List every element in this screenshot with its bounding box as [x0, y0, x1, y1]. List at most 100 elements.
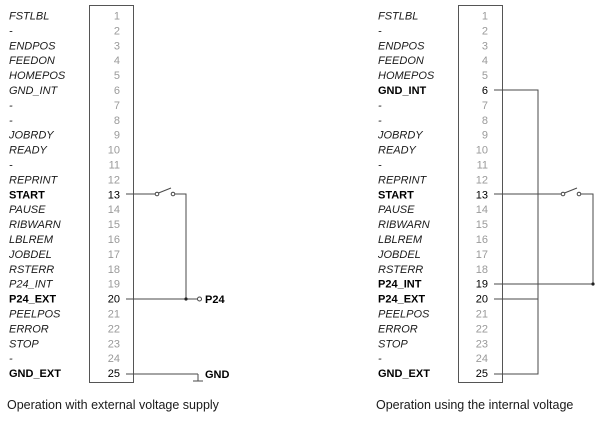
pin-number: 18	[476, 264, 488, 276]
pin-number: 21	[108, 309, 120, 321]
signal-label: START	[9, 189, 45, 201]
pin-number: 24	[476, 353, 488, 365]
signal-label: GND_EXT	[378, 368, 430, 380]
p24-label: P24	[205, 294, 225, 306]
panel-internal: FSTLBL-ENDPOSFEEDONHOMEPOSGND_INT--JOBRD…	[376, 5, 595, 412]
pin-number: 18	[108, 264, 120, 276]
pin-number: 13	[476, 189, 488, 201]
signal-label: P24_INT	[378, 279, 422, 291]
pin-number: 12	[108, 174, 120, 186]
signal-label: FEEDON	[9, 55, 55, 67]
signal-label: PAUSE	[9, 204, 46, 216]
pin-number: 6	[114, 85, 120, 97]
signal-label: ERROR	[9, 323, 49, 335]
junction-dot	[591, 282, 595, 286]
signal-label: ENDPOS	[378, 40, 425, 52]
caption-internal: Operation using the internal voltage	[376, 398, 573, 412]
signal-label: -	[378, 160, 382, 172]
pin-number: 5	[482, 70, 488, 82]
signal-label: PEELPOS	[9, 309, 61, 321]
pin-number: 19	[108, 279, 120, 291]
pin-number: 10	[108, 145, 120, 157]
signal-label: JOBRDY	[377, 130, 423, 142]
signal-label: RSTERR	[378, 264, 423, 276]
pin-number: 25	[108, 368, 120, 380]
pin-number: 22	[476, 323, 488, 335]
signal-label: P24_EXT	[9, 294, 56, 306]
signal-label: P24_INT	[9, 279, 54, 291]
wiring-external: P24 GND	[126, 187, 230, 382]
signal-label: RSTERR	[9, 264, 54, 276]
signal-labels-external: FSTLBL-ENDPOSFEEDONHOMEPOSGND_INT--JOBRD…	[8, 11, 66, 381]
signal-label: GND_EXT	[9, 368, 61, 380]
pin-number: 20	[476, 294, 488, 306]
signal-label: READY	[9, 145, 48, 157]
pin-number: 11	[477, 160, 488, 172]
switch-symbol	[560, 187, 582, 197]
wiring-internal	[494, 89, 595, 375]
pin-number: 14	[108, 204, 120, 216]
junction-dot	[184, 297, 188, 301]
wire-switch-to-p24-int	[581, 193, 594, 284]
signal-label: FSTLBL	[9, 11, 49, 23]
signal-label: RIBWARN	[9, 219, 61, 231]
signal-label: PEELPOS	[378, 309, 430, 321]
pin-number: 2	[114, 25, 120, 37]
pin-number: 8	[482, 115, 488, 127]
signal-label: PAUSE	[378, 204, 415, 216]
signal-label: GND_INT	[378, 85, 427, 97]
pin-number: 7	[482, 100, 488, 112]
signal-label: LBLREM	[378, 234, 423, 246]
signal-label: -	[378, 353, 382, 365]
pin-number: 21	[476, 309, 488, 321]
pin-number: 22	[108, 323, 120, 335]
pin-number: 7	[114, 100, 120, 112]
pin-number: 3	[482, 40, 488, 52]
signal-label: RIBWARN	[378, 219, 430, 231]
signal-label: REPRINT	[9, 174, 59, 186]
pin-numbers-external: 1234567891011121314151617181920212223242…	[108, 11, 120, 381]
signal-label: -	[9, 160, 13, 172]
pin-number: 2	[482, 25, 488, 37]
signal-label: -	[378, 25, 382, 37]
signal-label: -	[9, 100, 13, 112]
signal-label: -	[9, 25, 13, 37]
wire-gnd-int-to-gnd-ext	[494, 89, 539, 375]
pin-number: 1	[114, 11, 120, 23]
pin-number: 11	[109, 160, 120, 172]
signal-label: STOP	[378, 338, 408, 350]
pin-number: 8	[114, 115, 120, 127]
pin-number: 16	[108, 234, 120, 246]
pin-number: 23	[108, 338, 120, 350]
signal-label: HOMEPOS	[9, 70, 66, 82]
pin-number: 6	[482, 85, 488, 97]
pin-number: 12	[476, 174, 488, 186]
pin-number: 24	[108, 353, 120, 365]
pin-number: 19	[476, 279, 488, 291]
pin-number: 15	[108, 219, 120, 231]
pin-number: 4	[114, 55, 120, 67]
signal-label: REPRINT	[378, 174, 428, 186]
signal-label: GND_INT	[9, 85, 59, 97]
signal-label: -	[9, 115, 13, 127]
pin-number: 15	[476, 219, 488, 231]
pin-number: 13	[108, 189, 120, 201]
panel-external: FSTLBL-ENDPOSFEEDONHOMEPOSGND_INT--JOBRD…	[7, 5, 230, 412]
pin-number: 20	[108, 294, 120, 306]
pin-number: 25	[476, 368, 488, 380]
signal-label: READY	[378, 145, 417, 157]
pin-number: 14	[476, 204, 488, 216]
pin-numbers-internal: 1234567891011121314151617181920212223242…	[476, 11, 488, 381]
signal-label: LBLREM	[9, 234, 54, 246]
signal-label: JOBRDY	[8, 130, 54, 142]
pin-number: 10	[476, 145, 488, 157]
caption-external: Operation with external voltage supply	[7, 398, 220, 412]
signal-label: FEEDON	[378, 55, 424, 67]
pin-number: 1	[482, 11, 488, 23]
signal-label: START	[378, 189, 414, 201]
signal-label: JOBDEL	[377, 249, 421, 261]
signal-label: -	[9, 353, 13, 365]
pin-number: 9	[114, 130, 120, 142]
p24-terminal	[197, 296, 202, 302]
pin-number: 3	[114, 40, 120, 52]
